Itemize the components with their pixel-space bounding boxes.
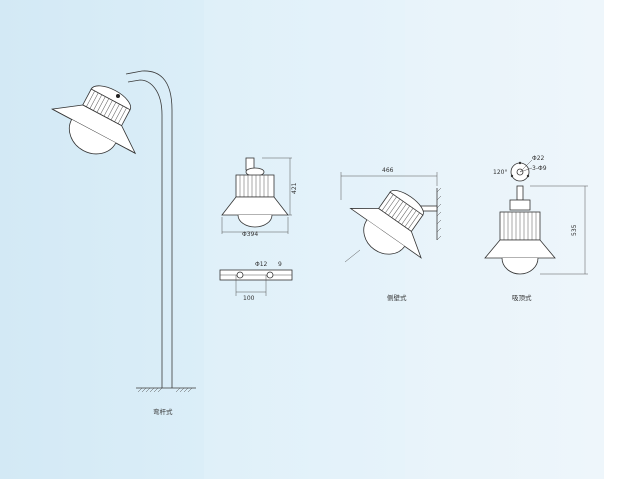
pole-mount-drawing: 弯杆式 (50, 70, 196, 416)
dim-ceiling-height: 535 (571, 224, 578, 236)
ceiling-mount-drawing: Φ22 3-Φ9 120° 535 吸顶式 (484, 155, 588, 302)
dim-hole-diameter: Φ12 (255, 261, 268, 268)
caption-ceiling-mount: 吸顶式 (512, 293, 532, 302)
background-panel-left (0, 0, 204, 479)
dim-ceiling-angle: 120° (493, 169, 507, 176)
wall-mount-drawing: 466 侧壁式 (340, 167, 442, 302)
small-lamp-elevation: 421 Φ394 (221, 157, 298, 238)
dim-slot: 9 (278, 261, 282, 268)
caption-pole-mount: 弯杆式 (153, 407, 173, 416)
bracket-detail: Φ12 9 100 (219, 261, 293, 302)
caption-wall-mount: 侧壁式 (387, 293, 407, 302)
dim-ceiling-holes: 3-Φ9 (532, 165, 547, 172)
dim-small-diameter: Φ394 (242, 231, 258, 238)
dim-small-height: 421 (291, 182, 298, 194)
dim-wall-width: 466 (382, 167, 394, 174)
dim-bolt-spacing: 100 (243, 295, 255, 302)
dim-ceiling-diameter: Φ22 (532, 155, 545, 162)
